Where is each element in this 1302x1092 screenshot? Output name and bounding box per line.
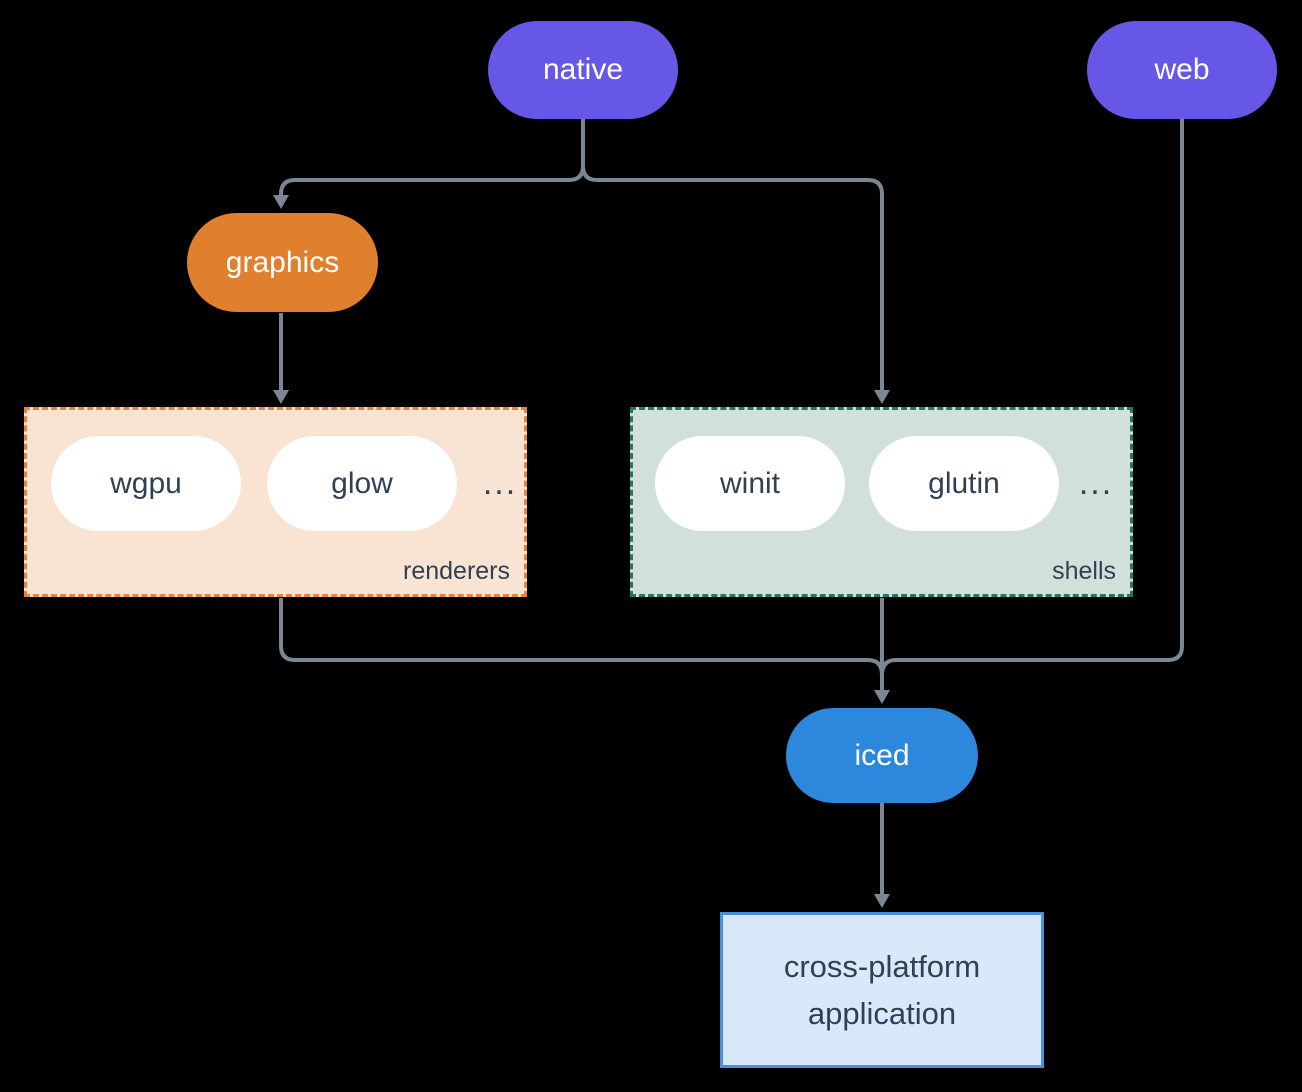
arrowhead-iced [874,690,890,704]
arrowhead-renderers [273,390,289,404]
node-native: native [488,21,678,119]
edge-native-shells [581,165,884,391]
edge-renderers-iced [279,598,884,676]
shells-ellipsis: ... [1078,464,1114,502]
node-wgpu: wgpu [51,436,241,531]
arrowhead-shells [874,390,890,404]
node-glutin: glutin [869,436,1059,531]
node-winit-label: winit [719,466,780,500]
node-iced-label: iced [854,738,910,772]
node-glow-label: glow [331,466,393,500]
arrowhead-graphics [273,195,289,209]
node-cross-platform-application: cross-platform application [720,912,1044,1068]
node-web-label: web [1154,53,1210,86]
arrowhead-application [874,894,890,908]
node-glutin-label: glutin [928,466,1000,500]
renderers-group-label: renderers [403,557,510,585]
node-web: web [1087,21,1277,119]
group-renderers: wgpu glow ... renderers [24,407,527,597]
node-graphics: graphics [187,213,378,312]
node-wgpu-label: wgpu [110,466,182,500]
node-graphics-label: graphics [225,245,340,279]
shells-group-label: shells [1052,557,1116,585]
node-native-label: native [542,53,624,86]
node-winit: winit [655,436,845,531]
group-shells: winit glutin ... shells [630,407,1133,597]
node-glow: glow [267,436,457,531]
edge-native-graphics [279,119,585,196]
application-label-line2: application [807,996,957,1031]
node-iced: iced [786,708,978,803]
application-label-line1: cross-platform [783,949,981,984]
renderers-ellipsis: ... [482,464,518,502]
